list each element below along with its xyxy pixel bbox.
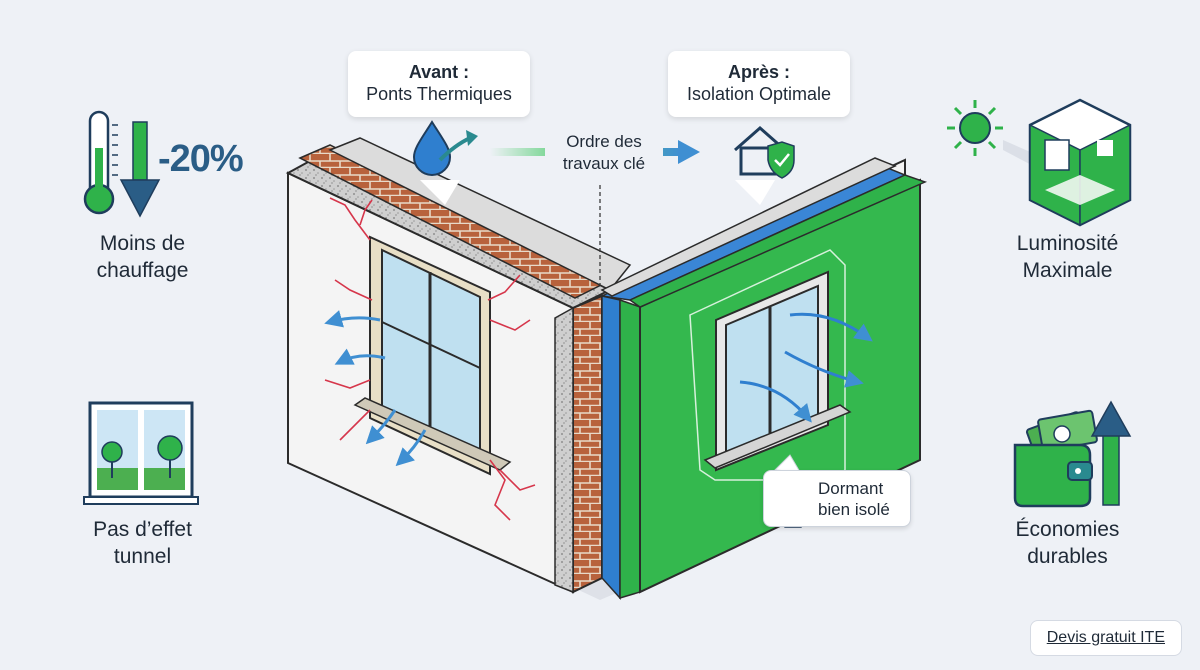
- savings-label: Économies durables: [975, 516, 1160, 570]
- before-callout-subtitle: Ponts Thermiques: [366, 84, 512, 104]
- savings-label-line1: Économies: [1015, 518, 1120, 541]
- heating-label: Moins de chauffage: [60, 230, 225, 284]
- order-arrow-head: [678, 140, 700, 164]
- tunnel-label-line1: Pas d’effet: [93, 518, 192, 541]
- heating-percent: -20%: [158, 138, 244, 180]
- tunnel-label-line2: tunnel: [113, 545, 172, 568]
- order-label: Ordre des travaux clé: [545, 131, 663, 175]
- before-callout-pointer: [420, 180, 460, 205]
- window-landscape-icon: [83, 401, 199, 505]
- after-callout-subtitle: Isolation Optimale: [686, 84, 832, 104]
- thermometer-icon: [83, 110, 118, 215]
- tunnel-label: Pas d’effet tunnel: [60, 516, 225, 570]
- after-callout: Après : Isolation Optimale: [668, 51, 850, 117]
- after-callout-pointer: [735, 180, 775, 205]
- airflow-arrows: [739, 312, 873, 423]
- dormant-callout: Dormant bien isolé: [763, 470, 911, 527]
- order-label-line1: Ordre des: [566, 132, 642, 151]
- up-arrow-icon: [1090, 400, 1132, 506]
- water-drop-icon: [412, 120, 478, 176]
- after-callout-title: Après :: [727, 62, 790, 82]
- dormant-line2: bien isolé: [818, 500, 890, 519]
- heating-label-line1: Moins de: [99, 232, 186, 255]
- left-window: [353, 235, 512, 476]
- dormant-line1: Dormant: [818, 479, 884, 498]
- room-icon: [1028, 98, 1132, 227]
- light-label: Luminosité Maximale: [975, 230, 1160, 284]
- before-callout-title: Avant :: [408, 62, 470, 82]
- light-label-line2: Maximale: [1022, 259, 1113, 282]
- savings-label-line2: durables: [1027, 545, 1108, 568]
- wallet-icon: [1013, 409, 1098, 508]
- down-arrow-icon: [119, 121, 161, 218]
- free-quote-button[interactable]: Devis gratuit ITE: [1029, 620, 1182, 656]
- order-label-line2: travaux clé: [562, 154, 646, 173]
- heating-label-line2: chauffage: [96, 259, 189, 282]
- thermal-cracks: [324, 197, 536, 521]
- house-shield-icon: [734, 126, 795, 179]
- light-label-line1: Luminosité: [1016, 232, 1119, 255]
- before-callout: Avant : Ponts Thermiques: [348, 51, 530, 117]
- heat-loss-arrows: [324, 310, 427, 467]
